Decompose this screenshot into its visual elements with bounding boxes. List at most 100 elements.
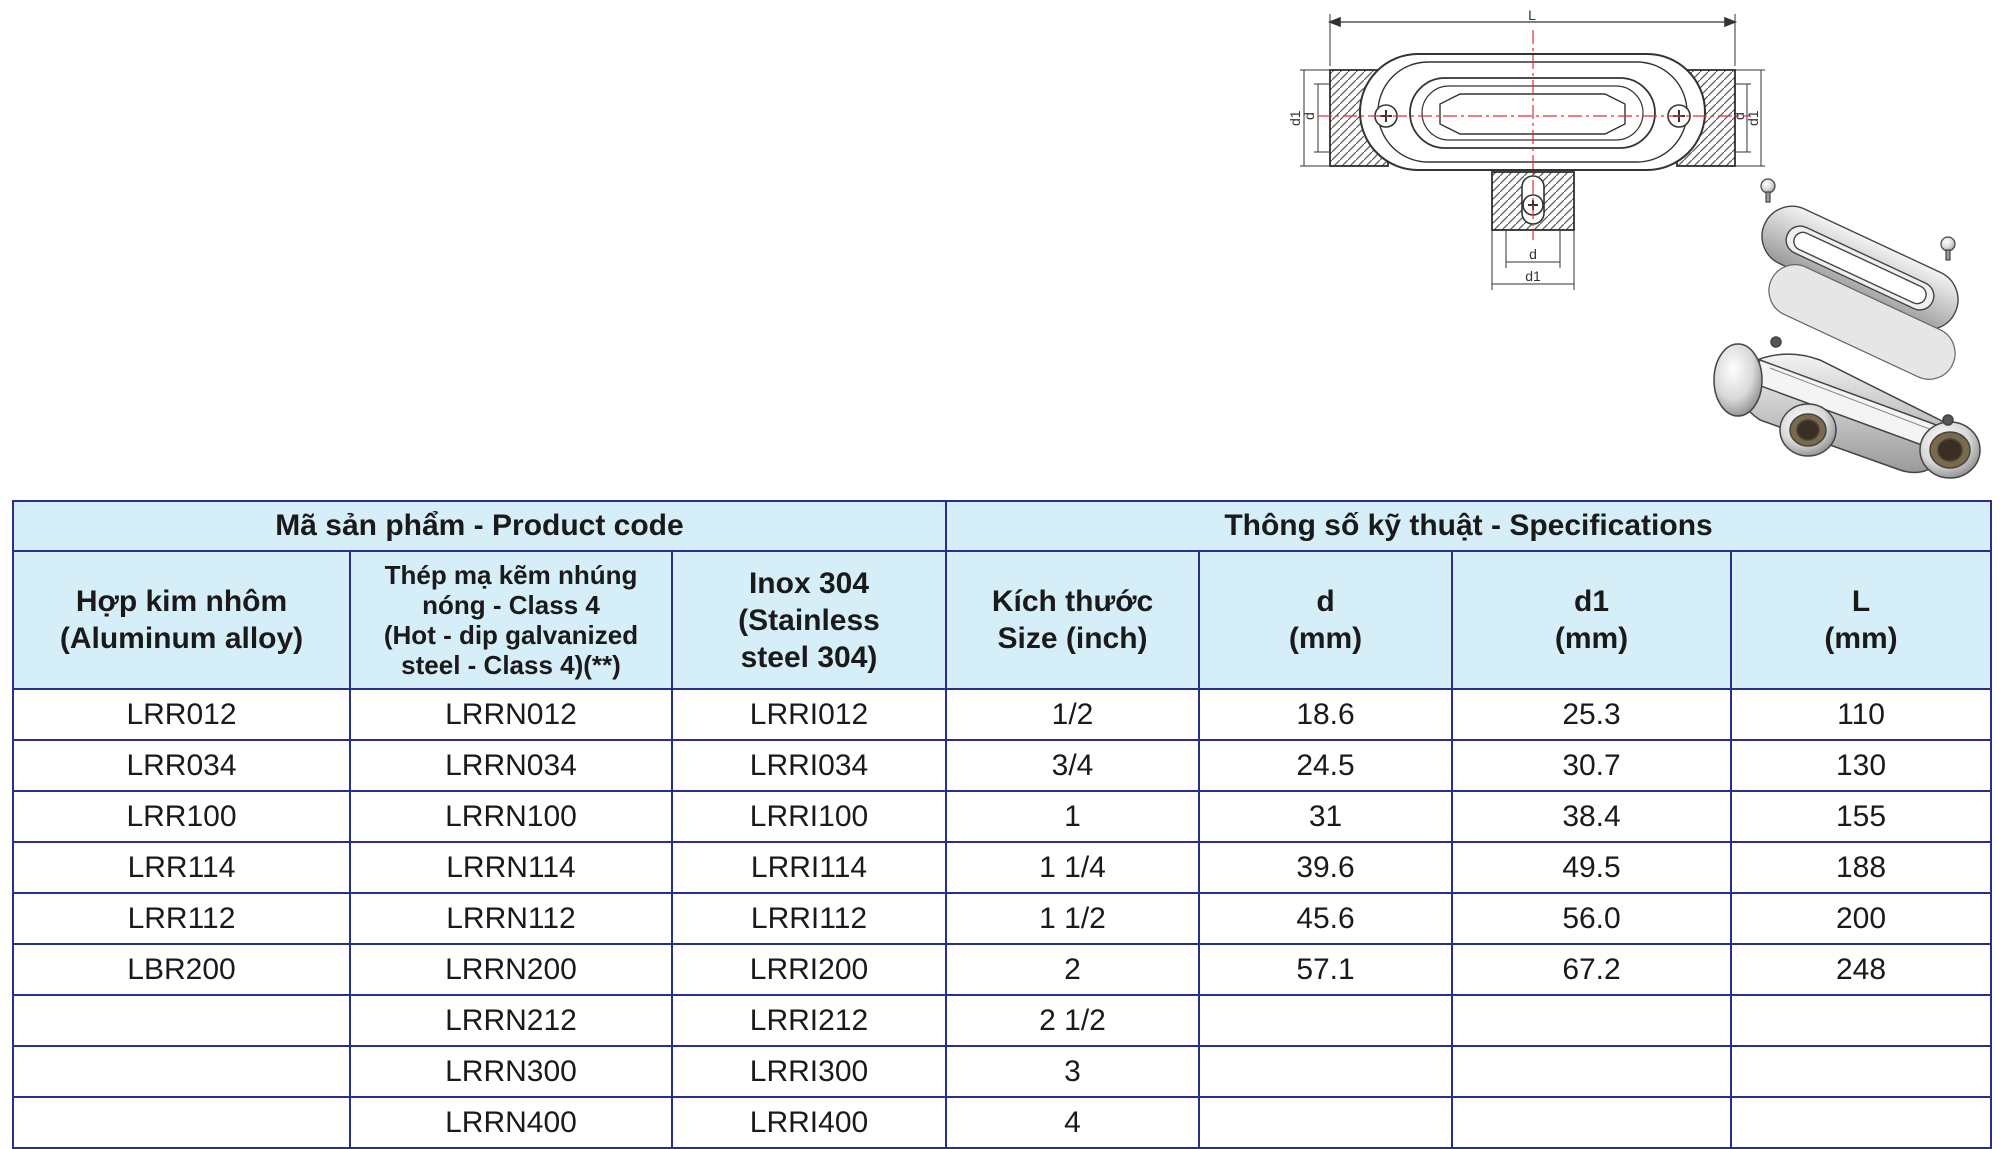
table-cell-L [1730, 994, 1993, 1047]
column-header-galvanized: Thép mạ kẽm nhúng nóng - Class 4 (Hot - … [349, 550, 673, 690]
table-cell-aluminum: LRR034 [12, 739, 351, 792]
dim-label-d-left: d [1301, 112, 1317, 120]
table-cell-d1: 56.0 [1451, 892, 1733, 945]
column-header-galvanized-line-2: nóng - Class 4 [422, 590, 600, 620]
column-header-size-line-2: Size (inch) [997, 622, 1148, 655]
technical-drawing: L d1 d d d1 d d1 [1260, 0, 2000, 500]
table-cell-d [1198, 994, 1454, 1047]
table-cell-L [1730, 1096, 1993, 1149]
table-cell-size: 1 1/2 [945, 892, 1201, 945]
table-cell-d: 18.6 [1198, 688, 1454, 741]
column-header-d-line-2: (mm) [1288, 622, 1363, 655]
column-header-aluminum-line-2: (Aluminum alloy) [59, 622, 304, 655]
table-cell-galvanized: LRRN012 [349, 688, 673, 741]
dim-label-d-right: d [1731, 112, 1747, 120]
table-cell-aluminum: LRR114 [12, 841, 351, 894]
conduit-body-drawing-svg: L d1 d d d1 d d1 [1287, 7, 1981, 479]
table-cell-inox: LRRI300 [670, 1045, 948, 1098]
table-cell-aluminum [12, 1045, 351, 1098]
table-cell-d: 24.5 [1198, 739, 1454, 792]
table-cell-galvanized: LRRN112 [349, 892, 673, 945]
table-cell-aluminum [12, 1096, 351, 1149]
table-cell-galvanized: LRRN300 [349, 1045, 673, 1098]
table-cell-d1: 38.4 [1451, 790, 1733, 843]
table-cell-inox: LRRI012 [670, 688, 948, 741]
column-header-L: L (mm) [1730, 550, 1993, 690]
column-header-row: Hợp kim nhôm (Aluminum alloy) Thép mạ kẽ… [12, 550, 1993, 690]
dim-label-d1-bottom: d1 [1525, 268, 1541, 284]
exploded-3d-view [1713, 178, 1981, 479]
table-cell-L: 248 [1730, 943, 1993, 996]
dim-label-d-bottom: d [1529, 246, 1537, 262]
column-header-L-line-1: L [1851, 585, 1871, 618]
column-header-d: d (mm) [1198, 550, 1454, 690]
table-cell-aluminum: LBR200 [12, 943, 351, 996]
column-header-galvanized-line-1: Thép mạ kẽm nhúng [384, 560, 638, 590]
table-cell-inox: LRRI034 [670, 739, 948, 792]
table-cell-L: 130 [1730, 739, 1993, 792]
dim-label-d1-right: d1 [1745, 110, 1761, 126]
table-cell-galvanized: LRRN034 [349, 739, 673, 792]
table-cell-aluminum [12, 994, 351, 1047]
table-cell-galvanized: LRRN100 [349, 790, 673, 843]
column-header-d1: d1 (mm) [1451, 550, 1733, 690]
table-cell-inox: LRRI400 [670, 1096, 948, 1149]
column-header-size: Kích thước Size (inch) [945, 550, 1201, 690]
specifications-table: Mã sản phẩm - Product code Thông số kỹ t… [11, 500, 1993, 1149]
table-cell-d: 31 [1198, 790, 1454, 843]
column-header-inox-line-3: steel 304) [740, 640, 878, 674]
column-header-inox-line-2: (Stainless [738, 603, 880, 637]
column-header-aluminum-line-1: Hợp kim nhôm [75, 585, 288, 618]
table-cell-d [1198, 1096, 1454, 1149]
column-header-inox-line-1: Inox 304 [748, 566, 870, 600]
column-header-d1-line-2: (mm) [1554, 622, 1629, 655]
table-cell-size: 1 [945, 790, 1201, 843]
table-cell-aluminum: LRR112 [12, 892, 351, 945]
table-cell-d1: 49.5 [1451, 841, 1733, 894]
table-cell-d: 45.6 [1198, 892, 1454, 945]
column-header-L-line-2: (mm) [1824, 622, 1898, 655]
table-cell-d1 [1451, 1096, 1733, 1149]
group-header-specifications: Thông số kỹ thuật - Specifications [945, 500, 1993, 552]
column-header-inox: Inox 304 (Stainless steel 304) [670, 550, 948, 690]
table-cell-d [1198, 1045, 1454, 1098]
group-header-row: Mã sản phẩm - Product code Thông số kỹ t… [11, 500, 1993, 552]
table-cell-L [1730, 1045, 1993, 1098]
table-cell-size: 1 1/4 [945, 841, 1201, 894]
centerlines [1318, 30, 1750, 240]
table-cell-L: 110 [1730, 688, 1993, 741]
dim-label-d1-left: d1 [1287, 110, 1303, 126]
table-cell-inox: LRRI114 [670, 841, 948, 894]
table-cell-inox: LRRI112 [670, 892, 948, 945]
table-cell-d1: 25.3 [1451, 688, 1733, 741]
table-cell-galvanized: LRRN212 [349, 994, 673, 1047]
table-cell-size: 1/2 [945, 688, 1201, 741]
table-cell-galvanized: LRRN114 [349, 841, 673, 894]
table-cell-aluminum: LRR012 [12, 688, 351, 741]
table-cell-inox: LRRI212 [670, 994, 948, 1047]
table-cell-aluminum: LRR100 [12, 790, 351, 843]
table-cell-d1 [1451, 994, 1733, 1047]
group-header-product-code: Mã sản phẩm - Product code [11, 500, 948, 552]
table-cell-L: 188 [1730, 841, 1993, 894]
table-cell-size: 4 [945, 1096, 1201, 1149]
table-cell-galvanized: LRRN400 [349, 1096, 673, 1149]
table-cell-galvanized: LRRN200 [349, 943, 673, 996]
column-header-aluminum: Hợp kim nhôm (Aluminum alloy) [12, 550, 351, 690]
table-cell-d1: 67.2 [1451, 943, 1733, 996]
table-cell-size: 2 1/2 [945, 994, 1201, 1047]
table-cell-size: 2 [945, 943, 1201, 996]
table-cell-inox: LRRI100 [670, 790, 948, 843]
table-cell-size: 3 [945, 1045, 1201, 1098]
table-cell-d1 [1451, 1045, 1733, 1098]
table-cell-L: 200 [1730, 892, 1993, 945]
column-header-size-line-1: Kích thước [991, 585, 1154, 618]
